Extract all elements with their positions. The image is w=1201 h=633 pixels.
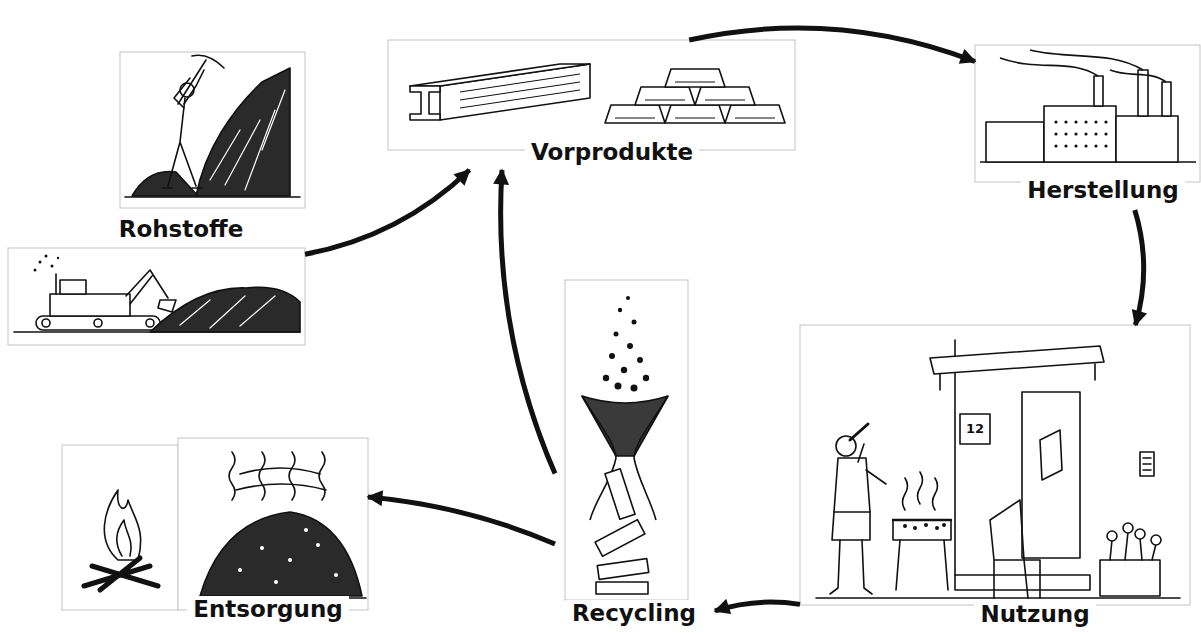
- flow-arrow: [305, 170, 469, 254]
- house-number: 12: [960, 421, 990, 437]
- stage-panel: Entsorgung: [62, 438, 368, 628]
- flow-arrow: [501, 170, 555, 474]
- stage-panel: Rohstoffe: [8, 52, 305, 345]
- flow-arrow: [715, 602, 800, 611]
- flow-arrow: [368, 497, 555, 544]
- stage-label: Recycling: [566, 600, 702, 627]
- stage-panel: Recycling: [555, 280, 715, 632]
- stage-panel: Nutzung: [800, 325, 1190, 632]
- stage-label: Vorprodukte: [525, 139, 699, 166]
- stage-label: Nutzung: [974, 601, 1095, 628]
- flow-arrow: [689, 28, 975, 62]
- stage-panel: Vorprodukte: [388, 40, 795, 170]
- stage-label: Herstellung: [1021, 177, 1184, 204]
- stage-label: Entsorgung: [187, 596, 349, 623]
- stage-panel: Herstellung: [975, 45, 1200, 210]
- flow-arrow: [1135, 210, 1144, 325]
- stage-label: Rohstoffe: [113, 216, 250, 243]
